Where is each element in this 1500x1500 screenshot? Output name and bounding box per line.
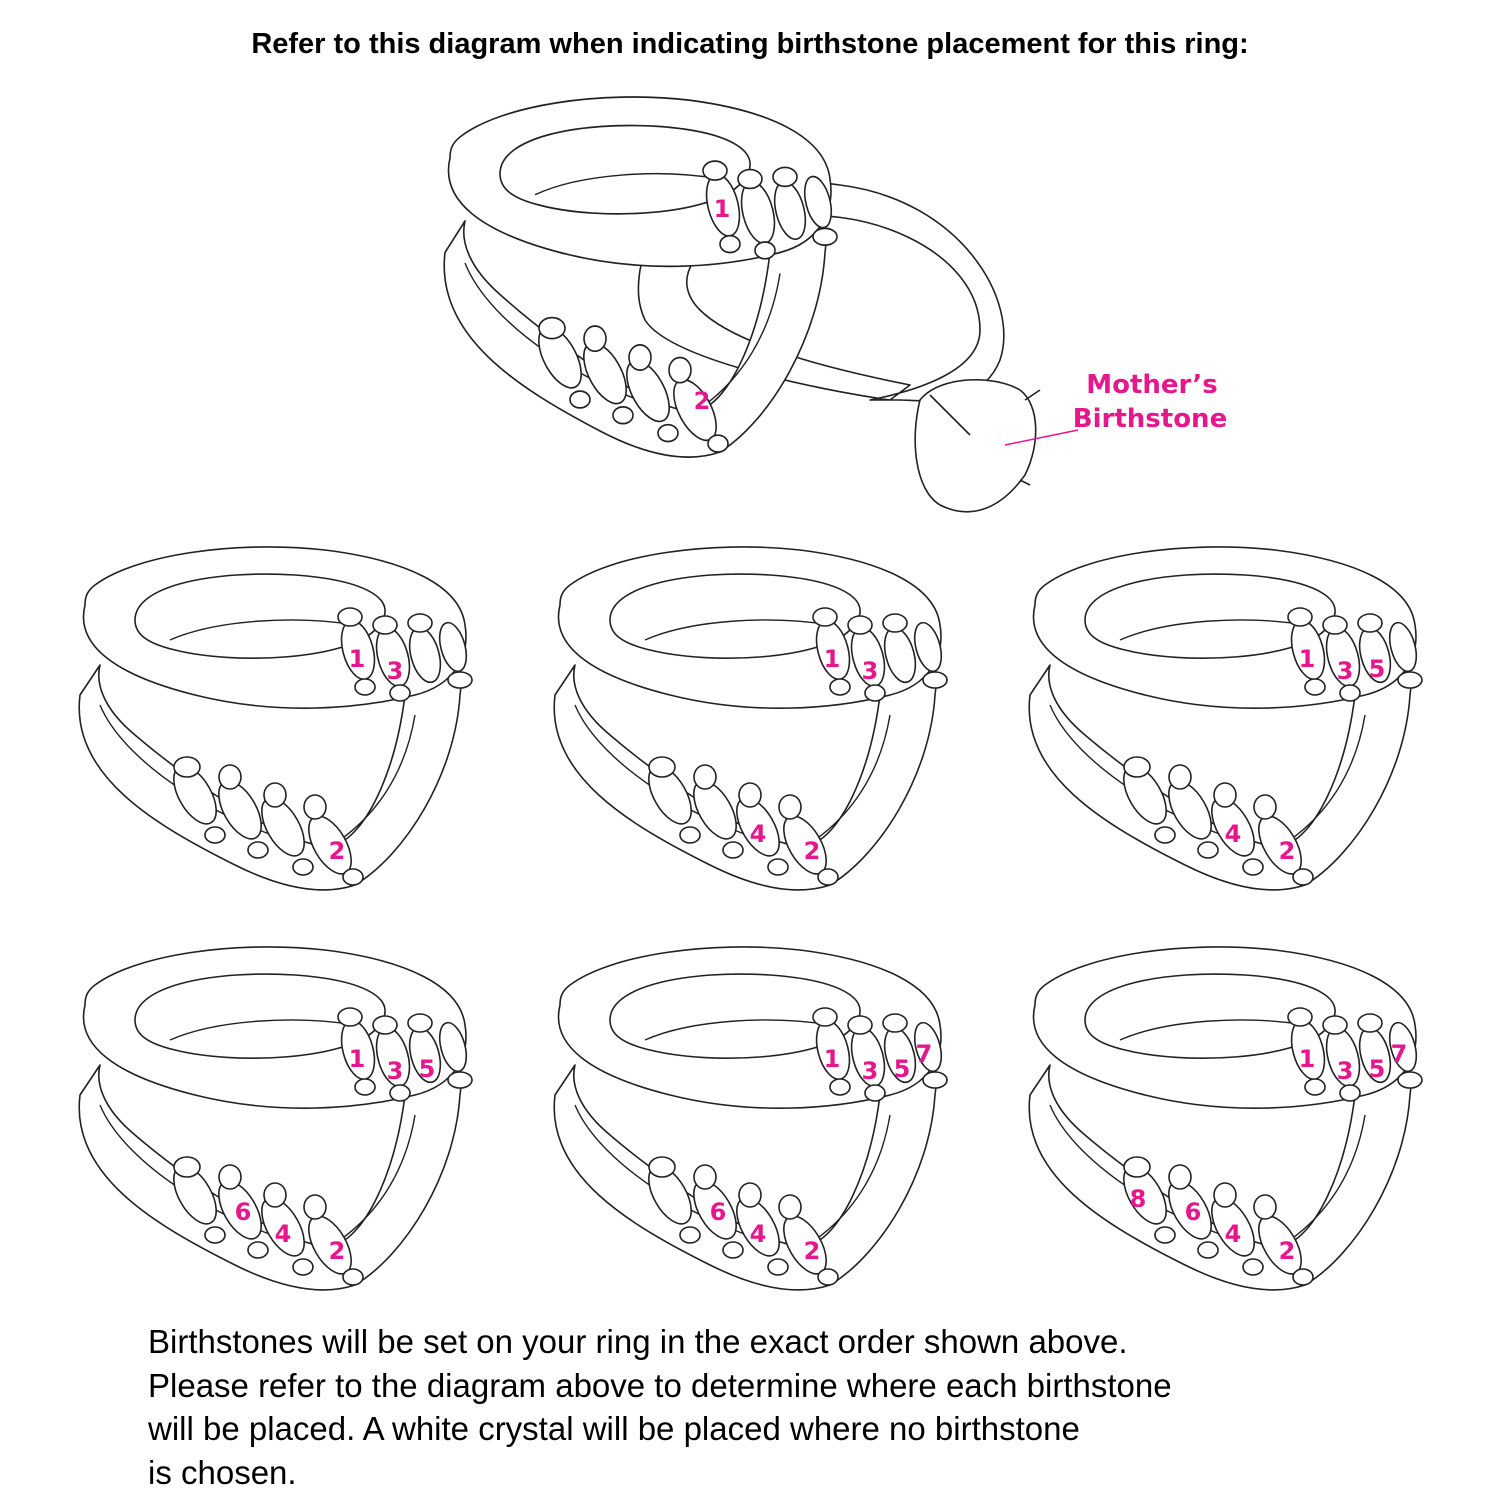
stone-number: 3 (387, 1057, 404, 1085)
stone-number: 1 (1299, 1045, 1316, 1073)
stone-number: 8 (1130, 1185, 1147, 1213)
stone-number: 4 (750, 820, 767, 848)
stone-number: 2 (804, 1237, 821, 1265)
stone-number: 3 (1337, 657, 1354, 685)
stone-number: 6 (235, 1198, 252, 1226)
stone-number: 6 (1185, 1198, 1202, 1226)
note-line: will be placed. A white crystal will be … (148, 1410, 1080, 1447)
stone-number: 2 (804, 837, 821, 865)
note-line: Please refer to the diagram above to det… (148, 1366, 1172, 1404)
diagram-title: Refer to this diagram when indicating bi… (251, 28, 1249, 60)
stone-number: 1 (824, 645, 841, 673)
note-line: is chosen. (148, 1453, 297, 1491)
main-ring-set: 1 2 Mother’s Birthstone (443, 96, 1227, 513)
stone-number: 7 (1391, 1040, 1408, 1068)
stone-number: 4 (750, 1220, 767, 1248)
stone-number: 3 (387, 657, 404, 685)
note-line: Birthstones will be set on your ring in … (148, 1323, 1128, 1360)
stone-number: 2 (1279, 1237, 1296, 1265)
placement-notes: Birthstones will be set on your ring in … (148, 1320, 1172, 1494)
mothers-birthstone-label: Birthstone (1073, 404, 1227, 434)
stone-number: 2 (1279, 837, 1296, 865)
stone-number: 2 (694, 387, 711, 415)
stone-number: 4 (275, 1220, 292, 1248)
stone-number: 4 (1225, 820, 1242, 848)
stone-number: 3 (862, 1057, 879, 1085)
stone-number: 2 (329, 837, 346, 865)
stone-number: 6 (710, 1198, 727, 1226)
stone-number: 2 (329, 1237, 346, 1265)
stone-number: 4 (1225, 1220, 1242, 1248)
stone-number: 5 (1369, 1055, 1386, 1083)
stone-number: 1 (714, 195, 731, 223)
stone-number: 1 (1299, 645, 1316, 673)
stone-number: 1 (349, 1045, 366, 1073)
stone-number: 1 (349, 645, 366, 673)
stone-number: 3 (1337, 1057, 1354, 1085)
stone-number: 3 (862, 657, 879, 685)
stone-number: 5 (894, 1055, 911, 1083)
stone-number: 5 (419, 1055, 436, 1083)
ring-drawing (78, 546, 473, 891)
stone-number: 1 (824, 1045, 841, 1073)
stone-number: 7 (916, 1040, 933, 1068)
stone-number: 5 (1369, 655, 1386, 683)
mothers-birthstone-label: Mother’s (1086, 370, 1218, 400)
